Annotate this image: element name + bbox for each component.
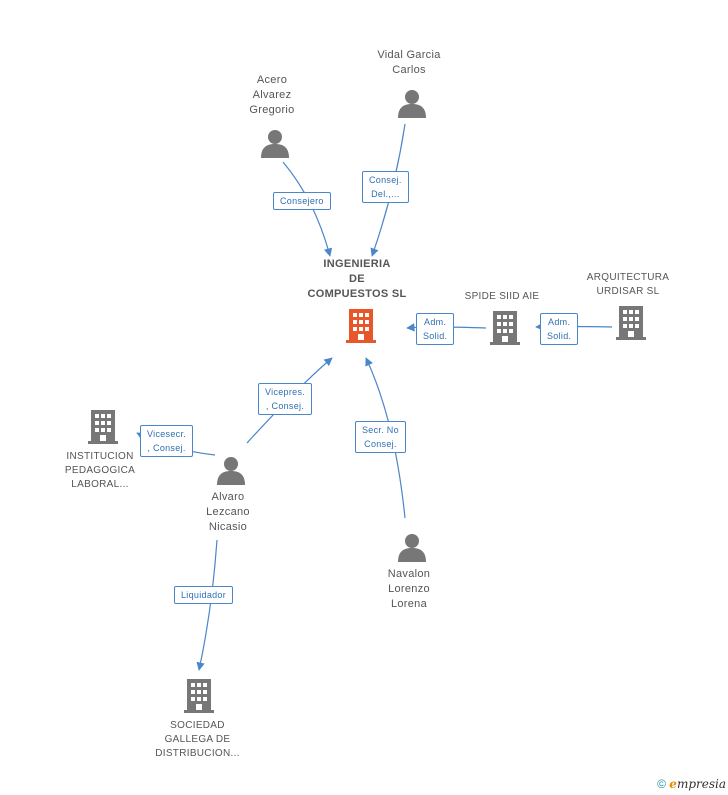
node-label-arquitectura[interactable]: ARQUITECTURA URDISAR SL [586, 272, 670, 297]
edge-label-alvaro-main[interactable]: Vicepres. , Consej. [258, 383, 313, 415]
edge-alvaro-soc [196, 539, 218, 671]
copyright-icon: © [657, 777, 666, 791]
building-icon[interactable] [184, 679, 214, 713]
brand-logo: empresia [669, 777, 726, 791]
person-icon[interactable] [217, 457, 245, 485]
building-icon[interactable] [346, 309, 376, 343]
person-icon[interactable] [261, 130, 289, 158]
edge-label-alvaro-inst[interactable]: Vicesecr. , Consej. [140, 425, 194, 457]
node-label-vidal[interactable]: Vidal Garcia Carlos [377, 49, 441, 76]
edge-label-spide-main[interactable]: Adm. Solid. [416, 313, 455, 345]
edge-label-navalon-main[interactable]: Secr. No Consej. [355, 421, 406, 453]
node-label-sociedad[interactable]: SOCIEDAD GALLEGA DE DISTRIBUCION... [155, 720, 240, 759]
node-label-institucion[interactable]: INSTITUCION PEDAGOGICA LABORAL... [64, 451, 136, 490]
node-label-navalon[interactable]: Navalon Lorenzo Lorena [387, 568, 431, 610]
person-icon[interactable] [398, 90, 426, 118]
node-label-alvaro[interactable]: Alvaro Lezcano Nicasio [206, 491, 250, 533]
person-icon[interactable] [398, 534, 426, 562]
node-label-spide[interactable]: SPIDE SIID AIE [464, 291, 540, 302]
edge-label-vidal-main[interactable]: Consej. Del.,... [362, 171, 409, 203]
building-icon[interactable] [490, 311, 520, 345]
brand-footer: © empresia [657, 777, 726, 791]
edge-label-acero-main[interactable]: Consejero [273, 192, 331, 210]
edge-label-alvaro-soc[interactable]: Liquidador [174, 586, 234, 604]
node-label-acero[interactable]: Acero Alvarez Gregorio [249, 74, 295, 116]
building-icon[interactable] [616, 306, 646, 340]
building-icon[interactable] [88, 410, 118, 444]
edge-label-arq-spide[interactable]: Adm. Solid. [540, 313, 579, 345]
node-label-main[interactable]: INGENIERIA DE COMPUESTOS SL [307, 258, 407, 300]
